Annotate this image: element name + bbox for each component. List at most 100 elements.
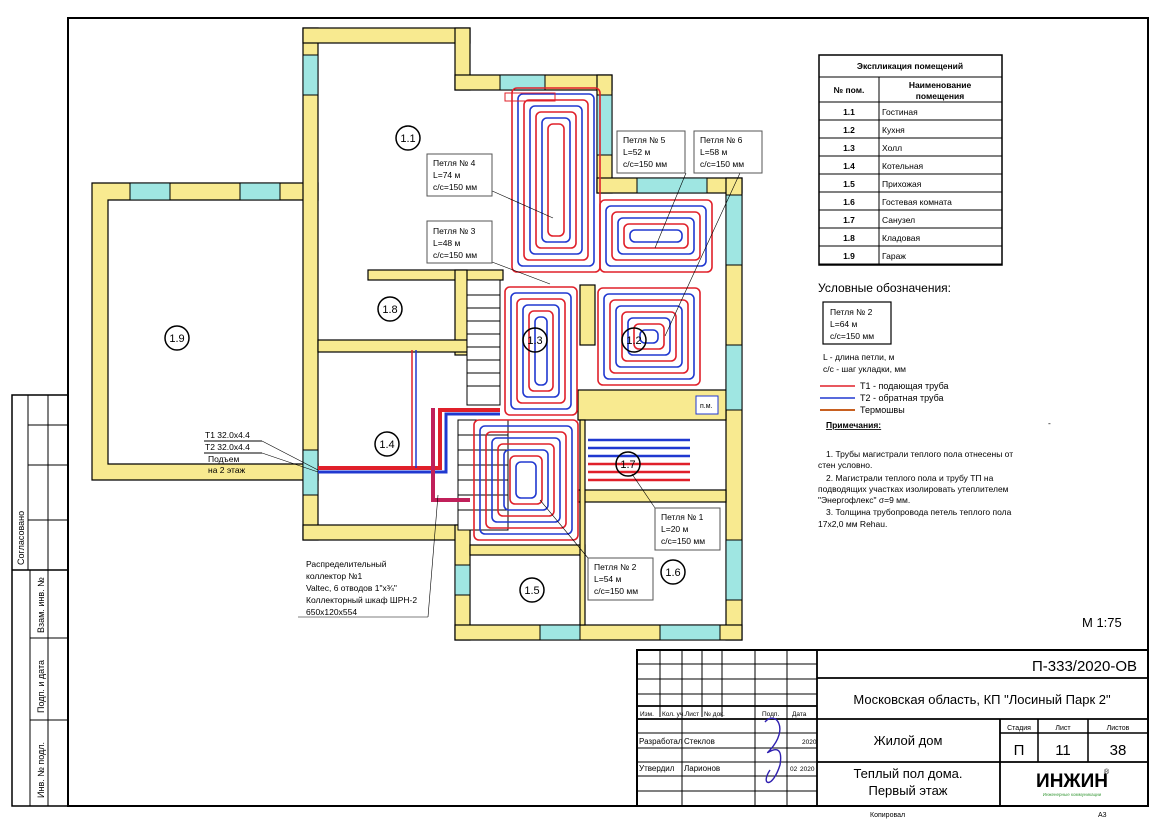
- room-markers: 1.1 1.2 1.3 1.4 1.5 1.6 1.7 1.8 1.9: [164, 125, 686, 603]
- svg-text:с/с=150 мм: с/с=150 мм: [433, 250, 477, 260]
- svg-text:1. Трубы магистрали теплого: 1. Трубы магистрали теплого пола отнесен…: [826, 449, 1013, 459]
- room-number: 1.9: [843, 251, 855, 261]
- svg-text:Наименование: Наименование: [909, 80, 972, 90]
- collector-label: Распределительный коллектор №1 Valtec, 6…: [298, 494, 439, 618]
- svg-text:1.8: 1.8: [382, 304, 397, 316]
- svg-text:Разработал: Разработал: [639, 737, 683, 746]
- svg-text:2. Магистрали теплого пола и: 2. Магистрали теплого пола и трубу ТП на: [826, 473, 994, 483]
- svg-text:1.1: 1.1: [400, 133, 415, 145]
- room-number: 1.8: [843, 233, 855, 243]
- room-number: 1.6: [843, 197, 855, 207]
- svg-text:стен условно.: стен условно.: [818, 460, 872, 470]
- room-name: Гараж: [882, 251, 906, 261]
- side-replace-inv: Взам. инв. №: [36, 577, 46, 633]
- svg-text:Ларионов: Ларионов: [684, 764, 720, 773]
- explication-row: 1.4 Котельная: [819, 161, 1002, 175]
- company-logo: ИНЖИН ® Инженерные коммуникации: [1036, 768, 1110, 797]
- svg-text:на 2 этаж: на 2 этаж: [208, 465, 246, 475]
- svg-text:Примечания:: Примечания:: [826, 420, 881, 430]
- room-number: 1.1: [843, 107, 855, 117]
- svg-text:Подъем: Подъем: [208, 454, 239, 464]
- walls: [91, 27, 743, 641]
- side-inv-orig: Инв. № подл.: [36, 742, 46, 798]
- callout-loop-2: Петля № 2L=54 мс/с=150 мм: [539, 499, 654, 601]
- room-1-5: 1.5: [519, 577, 545, 603]
- svg-text:Стадия: Стадия: [1007, 725, 1031, 732]
- side-agreed: Согласовано: [16, 511, 26, 565]
- scale-label: М 1:75: [1082, 615, 1122, 630]
- thermal-joint-mark: [504, 92, 556, 102]
- sheet-title-2: Первый этаж: [868, 783, 947, 798]
- room-name: Прихожая: [882, 179, 922, 189]
- room-name: Гостевая комната: [882, 197, 952, 207]
- svg-text:L=74 м: L=74 м: [433, 170, 461, 180]
- sheet-title-1: Теплый пол дома.: [853, 766, 962, 781]
- side-stamp: Согласовано Взам. инв. № Подп. и дата Ин…: [11, 394, 69, 807]
- object-name: Жилой дом: [874, 733, 943, 748]
- svg-text:T1 32.0x4.4: T1 32.0x4.4: [205, 430, 250, 440]
- svg-text:А3: А3: [1098, 812, 1107, 819]
- svg-text:с/с=150 мм: с/с=150 мм: [623, 159, 667, 169]
- svg-text:Кол. уч.: Кол. уч.: [662, 711, 685, 718]
- svg-text:-: -: [1048, 418, 1051, 428]
- svg-text:Петля № 5: Петля № 5: [623, 135, 666, 145]
- svg-text:Т1 - подающая труба: Т1 - подающая труба: [860, 381, 949, 391]
- supply-mains: [318, 350, 500, 502]
- location: Московская область, КП "Лосиный Парк 2": [853, 692, 1111, 707]
- room-name: Холл: [882, 143, 902, 153]
- svg-text:с/с=150 мм: с/с=150 мм: [661, 536, 705, 546]
- notes: Примечания: - 1. Трубы магистрали теплог…: [818, 418, 1051, 529]
- svg-text:Копировал: Копировал: [870, 812, 905, 819]
- svg-text:Условные обозначения:: Условные обозначения:: [818, 281, 951, 295]
- svg-text:L=48 м: L=48 м: [433, 238, 461, 248]
- room-1-8: 1.8: [377, 296, 403, 322]
- svg-text:ИНЖИН: ИНЖИН: [1036, 771, 1108, 792]
- svg-text:Термошвы: Термошвы: [860, 405, 905, 415]
- side-sign-date: Подп. и дата: [36, 660, 46, 713]
- svg-text:Подп.: Подп.: [762, 711, 779, 718]
- svg-text:L=20 м: L=20 м: [661, 524, 689, 534]
- loop-callouts: Петля № 4 L=74 м с/с=150 мм Петля № 3 L=48 …: [426, 130, 763, 601]
- svg-text:1.7: 1.7: [620, 459, 635, 471]
- svg-text:с/с=150 мм: с/с=150 мм: [830, 331, 874, 341]
- svg-text:1.9: 1.9: [169, 333, 184, 345]
- svg-text:Экспликация помещений: Экспликация помещений: [857, 61, 963, 71]
- svg-text:2020: 2020: [800, 766, 815, 773]
- room-number: 1.3: [843, 143, 855, 153]
- svg-text:Петля № 1: Петля № 1: [661, 512, 704, 522]
- loop-3-coil: [504, 286, 578, 416]
- loop-2-coil: [473, 419, 579, 541]
- svg-text:02: 02: [790, 766, 798, 773]
- svg-text:2020: 2020: [802, 739, 817, 746]
- callout-loop-6: Петля № 6L=58 мс/с=150 мм: [664, 130, 763, 337]
- svg-text:Петля № 4: Петля № 4: [433, 158, 476, 168]
- svg-text:Valtec, 6 отводов 1"x¾": Valtec, 6 отводов 1"x¾": [306, 583, 397, 593]
- svg-text:Дата: Дата: [792, 711, 807, 718]
- doc-code: П-333/2020-ОВ: [1032, 658, 1137, 675]
- svg-text:1.5: 1.5: [524, 585, 539, 597]
- loop-5-coil: [599, 199, 713, 273]
- svg-text:L=64 м: L=64 м: [830, 319, 858, 329]
- svg-text:1.6: 1.6: [665, 567, 680, 579]
- svg-text:L=54 м: L=54 м: [594, 574, 622, 584]
- legend: Условные обозначения: Петля № 2 L=64 м с…: [818, 281, 951, 415]
- room-name: Санузел: [882, 215, 915, 225]
- svg-text:Петля № 3: Петля № 3: [433, 226, 476, 236]
- svg-text:38: 38: [1110, 742, 1127, 759]
- svg-text:L - длина петли, м: L - длина петли, м: [823, 352, 895, 362]
- svg-text:помещения: помещения: [916, 91, 964, 101]
- room-1-7: 1.7: [615, 451, 641, 477]
- room-1-4: 1.4: [374, 431, 400, 457]
- room-number: 1.4: [843, 161, 855, 171]
- callout-loop-1: Петля № 1 L=20 м с/с=150 мм: [631, 473, 721, 551]
- room-1-2: 1.2: [621, 327, 647, 353]
- room-1-3: 1.3: [522, 327, 548, 353]
- svg-text:Утвердил: Утвердил: [639, 764, 675, 773]
- svg-text:Инженерные коммуникации: Инженерные коммуникации: [1043, 792, 1102, 797]
- svg-text:1.3: 1.3: [527, 335, 542, 347]
- room-name: Котельная: [882, 161, 924, 171]
- svg-text:1.4: 1.4: [379, 439, 394, 451]
- svg-text:Лист: Лист: [1055, 725, 1071, 732]
